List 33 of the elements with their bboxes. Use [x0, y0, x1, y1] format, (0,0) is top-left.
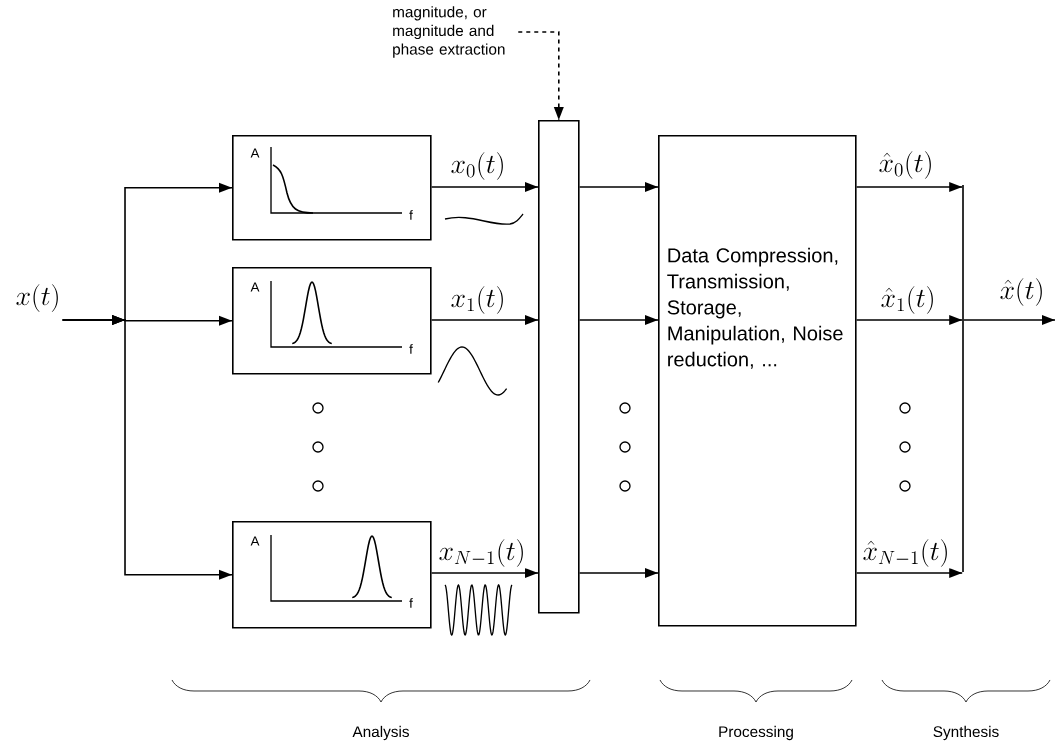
section-label: Analysis — [352, 725, 409, 741]
summing-line — [962, 184, 964, 573]
section-label: Processing — [719, 725, 793, 741]
signal-label: $x(t)$ — [16, 284, 58, 312]
edge-label: $\hat{x}(t)$ — [998, 276, 1046, 308]
arrow — [430, 315, 539, 325]
arrow — [578, 182, 659, 192]
axis-label: f — [409, 210, 413, 220]
arrow — [578, 315, 659, 325]
edge-label: $x_1(t)$ — [449, 284, 507, 316]
arrow — [855, 568, 963, 578]
annotation-text: magnitude, or magnitude and phase extraction — [393, 6, 505, 58]
axis-label: A — [250, 148, 260, 158]
arrow — [430, 182, 539, 192]
arrow — [855, 315, 963, 325]
edge-label: $\hat{x}_0(t)$ — [877, 149, 935, 181]
arrow — [517, 31, 564, 121]
edge-label: $x_0(t)$ — [449, 150, 507, 182]
arrow — [963, 315, 1056, 325]
processing-box: Data Compression, Transmission, Storage, Manipulation, Noise reduction, ... — [658, 135, 857, 627]
edge-label: $x_{N-1}(t)$ — [437, 537, 527, 569]
extraction-block — [538, 120, 580, 614]
axis-label: A — [250, 536, 260, 546]
edge-label: $\hat{x}_{N-1}(t)$ — [861, 537, 951, 569]
axis-label: A — [250, 282, 260, 292]
arrow — [578, 568, 659, 578]
edge-label: $\hat{x}_1(t)$ — [879, 284, 937, 316]
arrow — [430, 568, 539, 578]
arrow — [855, 182, 963, 192]
axis-label: f — [409, 344, 413, 354]
axis-label: f — [409, 598, 413, 608]
arrow — [61, 315, 233, 580]
section-label: Synthesis — [933, 725, 999, 741]
